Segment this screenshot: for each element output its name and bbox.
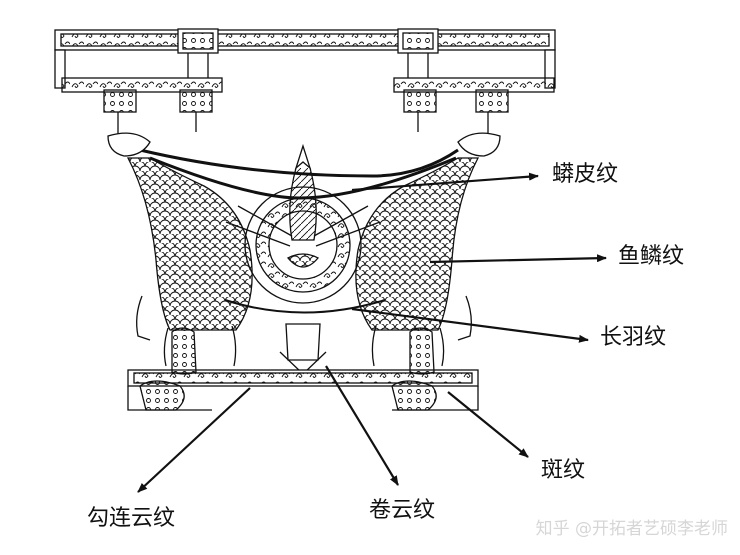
label-fish-scale-pattern: 鱼鳞纹 [618, 244, 685, 269]
arrow-long-feather-pattern [351, 307, 589, 343]
annotation-arrows [137, 172, 607, 493]
arrow-curling-cloud-pattern [325, 365, 399, 486]
left-dragon [107, 132, 253, 367]
watermark: 知乎 @开拓者艺硕李老师 [535, 519, 728, 539]
label-curling-cloud-pattern: 卷云纹 [369, 498, 436, 523]
arrow-python-skin-pattern [351, 172, 539, 192]
label-linked-cloud-pattern: 勾连云纹 [87, 506, 176, 531]
arrow-fish-scale-pattern [429, 254, 607, 264]
arrow-linked-cloud-pattern [137, 387, 251, 493]
label-spot-pattern: 斑纹 [541, 458, 586, 483]
arrow-spot-pattern [447, 391, 529, 458]
top-crossbeam [54, 28, 556, 140]
right-dragon [355, 132, 501, 367]
base-and-tigers [127, 327, 479, 411]
label-long-feather-pattern: 长羽纹 [600, 325, 667, 350]
label-python-skin-pattern: 蟒皮纹 [552, 162, 619, 187]
